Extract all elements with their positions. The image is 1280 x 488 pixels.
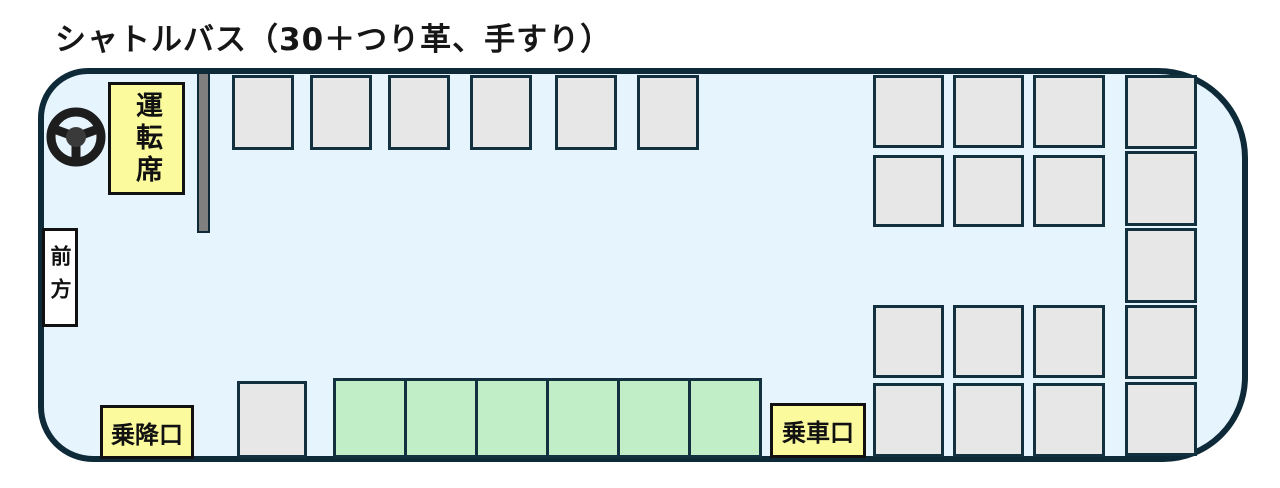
standard-seat	[1125, 305, 1197, 379]
standard-seat	[1033, 383, 1105, 457]
standard-seat	[953, 75, 1024, 148]
standard-seat	[1033, 155, 1105, 227]
standard-seat	[1125, 151, 1197, 226]
standard-seat	[310, 75, 372, 150]
standard-seat	[1033, 305, 1105, 378]
standard-seat	[1125, 382, 1197, 456]
standard-seat	[1033, 75, 1105, 148]
standard-seat	[237, 381, 307, 458]
standard-seat	[470, 75, 532, 150]
priority-seat	[333, 378, 407, 458]
standard-seat	[1125, 228, 1197, 303]
driver-partition-bar	[197, 72, 210, 233]
priority-seat	[688, 378, 762, 458]
standard-seat	[953, 383, 1024, 457]
standard-seat	[873, 155, 944, 227]
priority-seat	[404, 378, 478, 458]
priority-seat	[546, 378, 620, 458]
standard-seat	[1125, 75, 1197, 149]
standard-seat	[873, 383, 944, 457]
standard-seat	[637, 75, 699, 150]
boarding-door-label: 乗車口	[770, 403, 866, 458]
priority-seat	[475, 378, 549, 458]
priority-seat	[617, 378, 691, 458]
standard-seat	[953, 155, 1024, 227]
standard-seat	[953, 305, 1024, 378]
driver-seat-label: 運転席	[108, 82, 185, 195]
exit-door-label: 乗降口	[100, 405, 194, 459]
standard-seat	[555, 75, 617, 150]
standard-seat	[388, 75, 450, 150]
standard-seat	[873, 75, 944, 148]
standard-seat	[873, 305, 944, 378]
diagram-title: シャトルバス（30＋つり革、手すり）	[55, 22, 613, 58]
front-direction-label: 前方	[42, 228, 78, 327]
steering-wheel-icon	[46, 106, 106, 168]
standard-seat	[232, 75, 294, 150]
